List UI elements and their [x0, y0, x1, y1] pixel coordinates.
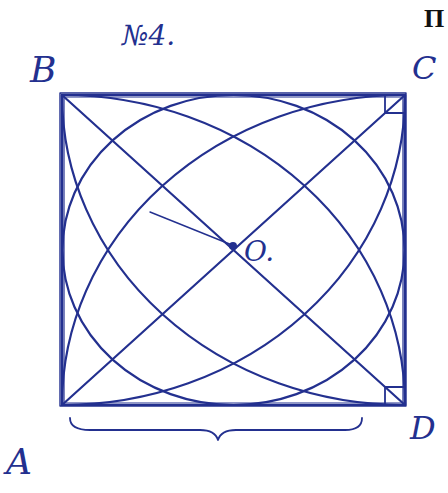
center-label: O. [244, 238, 274, 266]
center-dot [229, 242, 237, 250]
diagonal-ac [62, 95, 405, 405]
radius-line [150, 212, 232, 245]
right-angle-mark [385, 95, 405, 113]
arc-center-d [62, 95, 405, 405]
vertex-label: A [6, 444, 32, 480]
inscribed-circle [63, 95, 405, 405]
vertex-label: D [410, 412, 436, 444]
cut-heading: П [424, 6, 444, 32]
right-angle-mark [385, 387, 405, 405]
square-retrace [60, 93, 406, 406]
vertex-label: B [30, 52, 56, 88]
arc-center-a [62, 95, 405, 405]
problem-number: №4. [122, 22, 175, 50]
arc-center-b [62, 95, 405, 405]
arc-center-c [62, 95, 405, 405]
square [62, 95, 405, 405]
diagonal-bd [62, 95, 405, 405]
vertex-label: C [412, 52, 436, 84]
side-brace [70, 418, 362, 440]
